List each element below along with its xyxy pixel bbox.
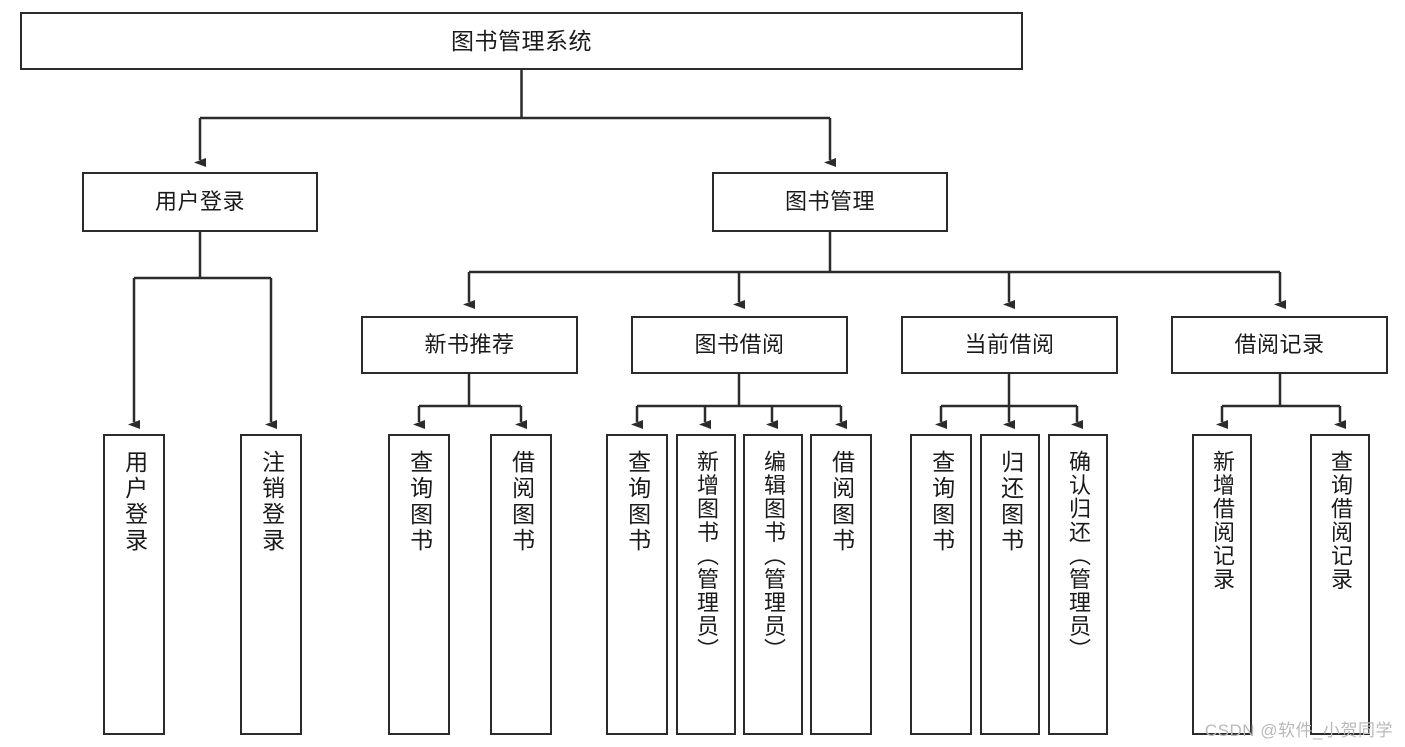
node-user-login[interactable]: 用户登录 <box>82 172 318 232</box>
node-leaf-edit-book[interactable]: 编辑图书（管理员） <box>743 434 803 735</box>
node-current-borrow[interactable]: 当前借阅 <box>901 316 1118 374</box>
node-current-borrow-label: 当前借阅 <box>964 332 1055 358</box>
node-leaf-add-record-label: 新增借阅记录 <box>1209 450 1235 591</box>
node-leaf-query-record[interactable]: 查询借阅记录 <box>1310 434 1370 735</box>
node-book-borrow-label: 图书借阅 <box>694 332 785 358</box>
node-leaf-return-book[interactable]: 归还图书 <box>980 434 1040 735</box>
node-root[interactable]: 图书管理系统 <box>20 12 1023 70</box>
node-leaf-query-book-2[interactable]: 查询图书 <box>606 434 668 735</box>
node-leaf-confirm-return-label: 确认归还（管理员） <box>1065 450 1091 662</box>
node-book-manage[interactable]: 图书管理 <box>712 172 948 232</box>
node-leaf-query-book-3[interactable]: 查询图书 <box>910 434 972 735</box>
node-leaf-query-record-label: 查询借阅记录 <box>1327 450 1353 591</box>
node-leaf-query-book-1-label: 查询图书 <box>406 450 433 554</box>
node-leaf-query-book-1[interactable]: 查询图书 <box>388 434 450 735</box>
node-leaf-query-book-3-label: 查询图书 <box>928 450 955 554</box>
node-leaf-logout[interactable]: 注销登录 <box>240 434 302 735</box>
node-leaf-logout-label: 注销登录 <box>258 450 285 554</box>
node-leaf-user-login-label: 用户登录 <box>121 450 148 554</box>
watermark: CSDN @软件_小贺同学 <box>1204 721 1393 740</box>
node-new-book-recommend[interactable]: 新书推荐 <box>361 316 578 374</box>
node-leaf-add-book[interactable]: 新增图书（管理员） <box>676 434 736 735</box>
node-borrow-record-label: 借阅记录 <box>1234 332 1325 358</box>
node-leaf-confirm-return[interactable]: 确认归还（管理员） <box>1048 434 1108 735</box>
node-leaf-borrow-book-2-label: 借阅图书 <box>828 450 855 554</box>
node-leaf-return-book-label: 归还图书 <box>997 450 1024 554</box>
node-book-manage-label: 图书管理 <box>784 189 875 215</box>
node-leaf-borrow-book-1-label: 借阅图书 <box>508 450 535 554</box>
node-book-borrow[interactable]: 图书借阅 <box>631 316 848 374</box>
node-leaf-edit-book-label: 编辑图书（管理员） <box>760 450 786 662</box>
node-leaf-query-book-2-label: 查询图书 <box>624 450 651 554</box>
node-leaf-borrow-book-1[interactable]: 借阅图书 <box>490 434 552 735</box>
node-leaf-user-login[interactable]: 用户登录 <box>103 434 165 735</box>
node-borrow-record[interactable]: 借阅记录 <box>1171 316 1388 374</box>
node-new-book-recommend-label: 新书推荐 <box>424 332 515 358</box>
node-leaf-add-book-label: 新增图书（管理员） <box>693 450 719 662</box>
node-root-label: 图书管理系统 <box>451 27 592 54</box>
node-leaf-borrow-book-2[interactable]: 借阅图书 <box>810 434 872 735</box>
node-leaf-add-record[interactable]: 新增借阅记录 <box>1192 434 1252 735</box>
node-user-login-label: 用户登录 <box>154 189 245 215</box>
